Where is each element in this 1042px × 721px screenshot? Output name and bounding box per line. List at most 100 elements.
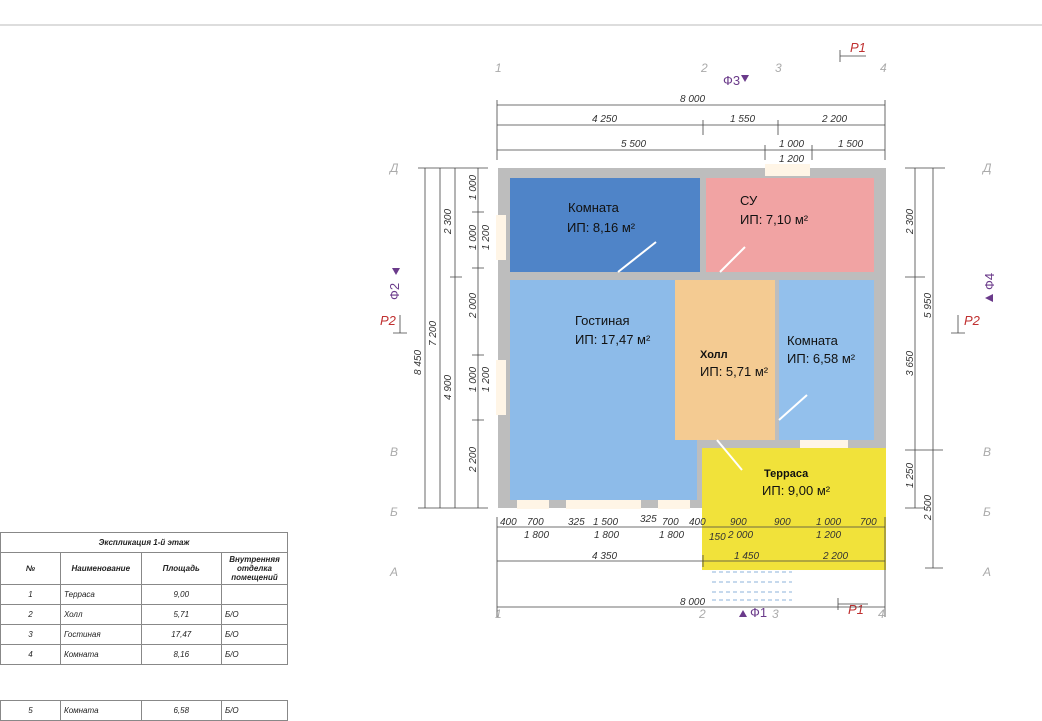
col-header: № (0, 552, 61, 585)
bottom-dimension-lines (496, 517, 886, 617)
dim-top: 1 550 (730, 114, 755, 125)
dim: 4 350 (592, 551, 617, 562)
stairs (712, 571, 792, 601)
axis-1-bottom: 1 (495, 607, 502, 621)
dim: 2 000 (727, 530, 753, 541)
dim: 1 000 (468, 175, 479, 200)
col-header: Внутренняя отделка помещений (221, 552, 288, 585)
cell: 5 (0, 700, 61, 721)
axis-3-top: 3 (775, 61, 782, 75)
dim-top: 1 200 (779, 154, 804, 165)
room-name: Холл (700, 349, 728, 361)
dim: 1 500 (593, 517, 618, 528)
room-bedroom-1 (510, 178, 700, 272)
cell: 3 (0, 624, 61, 645)
triangle-icon (741, 75, 749, 82)
floor-plan: 1 2 3 4 1 2 3 4 Д В Б А Д В Б А Р1 Р1 Ф3… (0, 24, 1042, 621)
section-p2-left: Р2 (380, 313, 397, 328)
dim: 1 200 (481, 367, 492, 392)
dim: 400 (500, 517, 517, 528)
section-p1-bottom-line (837, 598, 868, 610)
dim: 8 450 (413, 350, 424, 375)
dims-left: 1 000 1 000 1 200 2 000 1 000 1 200 2 20… (413, 175, 492, 473)
dim: 1 800 (524, 530, 549, 541)
room-area: ИП: 17,47 м² (575, 332, 651, 347)
dim: 700 (662, 517, 679, 528)
cell: Комната (60, 700, 142, 721)
room-area: ИП: 7,10 м² (740, 212, 809, 227)
window (658, 500, 690, 509)
room-name: Комната (787, 333, 839, 348)
dim: 2 200 (822, 551, 848, 562)
window (496, 215, 506, 260)
section-p2-right: Р2 (964, 313, 981, 328)
section-p2-right-line (951, 315, 965, 334)
cell: 9,00 (140, 584, 222, 605)
dim: 1 000 (468, 225, 479, 250)
axis-3-bottom: 3 (772, 607, 779, 621)
room-name: Гостиная (575, 313, 630, 328)
dim: 2 000 (468, 293, 479, 319)
dim: 325 (640, 514, 657, 525)
dim: 1 000 (816, 517, 841, 528)
section-p1-bottom: Р1 (848, 602, 864, 617)
dim: 900 (774, 517, 791, 528)
dim: 2 300 (905, 209, 916, 235)
door-swings (617, 241, 808, 471)
col-header: Наименование (60, 552, 142, 585)
dim-top-total: 8 000 (680, 94, 705, 105)
room-living (510, 280, 697, 500)
triangle-icon (392, 268, 400, 275)
room-hall (675, 280, 775, 440)
cell: Холл (60, 604, 142, 625)
dims-bottom-row1: 400 700 325 1 500 325 700 400 900 900 1 … (500, 514, 877, 528)
dim-top: 1 000 (779, 139, 804, 150)
dim-top: 4 250 (592, 114, 617, 125)
cell: Комната (60, 644, 142, 665)
cell: Гостиная (60, 624, 142, 645)
right-dimension-lines (905, 167, 945, 569)
top-dimension-lines (496, 100, 886, 160)
dim: 150 (709, 532, 726, 543)
axis-a-left: А (389, 565, 398, 579)
dim: 700 (527, 517, 544, 528)
axis-2-top: 2 (700, 61, 708, 75)
dim: 1 800 (594, 530, 619, 541)
cell: Терраса (60, 584, 142, 605)
dim: 7 200 (428, 321, 439, 346)
axis-d-left: Д (388, 161, 399, 175)
section-p2-left-line (393, 315, 407, 334)
axis-a-right: А (982, 565, 991, 579)
cell: Б/О (221, 700, 288, 721)
facade-f2: Ф2 (387, 283, 402, 300)
dims-right: 2 300 3 650 1 250 5 950 2 500 (905, 209, 934, 521)
cell: 17,47 (140, 624, 222, 645)
room-name: Комната (568, 200, 620, 215)
cell: Б/О (221, 604, 288, 625)
triangle-icon (985, 294, 993, 302)
dim: 2 200 (468, 447, 479, 473)
window (496, 360, 506, 415)
facade-f4: Ф4 (982, 273, 997, 290)
dim-top: 2 200 (821, 114, 847, 125)
cell: Б/О (221, 624, 288, 645)
cell: 1 (0, 584, 61, 605)
section-p1-top: Р1 (850, 40, 866, 55)
dim: 1 200 (816, 530, 841, 541)
room-bedroom-2 (779, 280, 874, 440)
dim: 700 (860, 517, 877, 528)
axis-1-top: 1 (495, 61, 502, 75)
room-area: ИП: 6,58 м² (787, 351, 856, 366)
cell: 2 (0, 604, 61, 625)
dim: 3 650 (905, 351, 916, 376)
facade-f1: Ф1 (750, 605, 767, 620)
dim: 400 (689, 517, 706, 528)
room-area: ИП: 8,16 м² (567, 220, 636, 235)
dim: 1 450 (734, 551, 759, 562)
room-bathroom (706, 178, 874, 272)
cell (221, 584, 288, 605)
